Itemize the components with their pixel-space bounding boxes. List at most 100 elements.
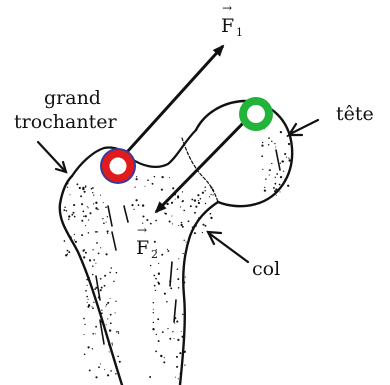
stipple-dot (178, 287, 180, 289)
stipple-dot (93, 203, 94, 204)
stipple-dot (161, 189, 163, 191)
stipple-dot (192, 226, 194, 228)
stipple-hatch (112, 232, 116, 250)
stipple-dot (153, 302, 155, 304)
stipple-dot (80, 195, 82, 197)
stipple-dot (191, 199, 193, 201)
stipple-dot (91, 306, 92, 307)
stipple-dot (176, 321, 178, 323)
stipple-dot (81, 234, 83, 236)
stipple-dot (153, 322, 154, 323)
stipple-dot (92, 307, 94, 309)
stipple-dot (176, 356, 178, 358)
stipple-dot (194, 232, 196, 234)
stipple-dot (180, 373, 182, 375)
stipple-dot (198, 217, 200, 219)
stipple-dot (136, 178, 138, 180)
stipple-dot (119, 361, 121, 363)
label-f1: → F 1 (221, 1, 243, 39)
stipple-dot (198, 200, 199, 201)
stipple-dot (154, 176, 155, 177)
bone-left-contour (60, 176, 122, 385)
stipple-dot (150, 223, 152, 225)
stipple-dot (116, 272, 118, 274)
stipple-dot (70, 194, 71, 195)
stipple-dot (157, 318, 159, 320)
stipple-dot (92, 187, 94, 189)
stipple-dot (142, 215, 144, 217)
stipple-dot (79, 187, 81, 189)
stipple-dot (142, 204, 144, 206)
stipple-dot (166, 203, 168, 205)
stipple-dot (104, 275, 106, 277)
stipple-dot (95, 202, 97, 204)
bone-stippling (63, 127, 291, 379)
stipple-dot (115, 312, 116, 313)
label-tete: tête (336, 103, 374, 125)
stipple-dot (109, 329, 111, 331)
stipple-dot (85, 252, 87, 254)
stipple-dot (107, 318, 108, 319)
stipple-dot (106, 253, 108, 255)
stipple-dot (110, 322, 112, 324)
stipple-dot (110, 370, 112, 372)
stipple-dot (67, 183, 69, 185)
stipple-dot (101, 312, 103, 314)
stipple-dot (64, 206, 66, 208)
stipple-dot (167, 250, 169, 252)
stipple-dot (155, 220, 157, 222)
stipple-dot (152, 183, 154, 185)
pointer-tete (292, 120, 318, 133)
label-col: col (252, 258, 280, 280)
stipple-dot (158, 263, 159, 264)
stipple-dot (102, 218, 103, 219)
stipple-dot (164, 212, 165, 213)
stipple-dot (98, 366, 100, 368)
stipple-hatch (108, 206, 112, 226)
stipple-dot (92, 274, 93, 275)
stipple-dot (115, 301, 116, 302)
stipple-dot (181, 222, 182, 223)
stipple-dot (118, 331, 119, 332)
stipple-dot (87, 207, 88, 208)
stipple-dot (85, 186, 87, 188)
stipple-dot (268, 137, 270, 139)
stipple-dot (274, 190, 276, 192)
stipple-dot (261, 155, 263, 157)
stipple-dot (68, 219, 70, 221)
stipple-dot (155, 278, 157, 280)
stipple-dot (87, 206, 88, 207)
bone-neck-bottom (180, 202, 218, 385)
stipple-dot (265, 178, 266, 179)
stipple-dot (104, 285, 106, 287)
stipple-dot (163, 361, 165, 363)
stipple-dot (213, 194, 214, 195)
stipple-dot (111, 343, 112, 344)
stipple-dot (205, 203, 206, 204)
stipple-dot (103, 222, 105, 224)
label-f1-subscript: 1 (236, 26, 243, 39)
stipple-dot (100, 278, 102, 280)
stipple-dot (152, 328, 154, 330)
stipple-dot (178, 378, 179, 379)
label-f2-letter: F (136, 237, 149, 259)
stipple-dot (86, 279, 88, 281)
stipple-dot (162, 331, 164, 333)
stipple-dot (149, 376, 151, 378)
stipple-dot (95, 333, 96, 334)
stipple-dot (197, 194, 199, 196)
stipple-dot (182, 226, 184, 228)
stipple-dot (110, 298, 111, 299)
stipple-dot (181, 331, 182, 332)
stipple-dot (133, 209, 134, 210)
stipple-dot (75, 241, 77, 243)
stipple-dot (169, 177, 170, 178)
stipple-dot (182, 314, 183, 315)
stipple-dot (83, 256, 85, 258)
stipple-dot (105, 206, 107, 208)
marker-red-center (110, 158, 127, 175)
stipple-dot (103, 202, 104, 203)
stipple-dot (212, 189, 214, 191)
stipple-dot (210, 194, 211, 195)
